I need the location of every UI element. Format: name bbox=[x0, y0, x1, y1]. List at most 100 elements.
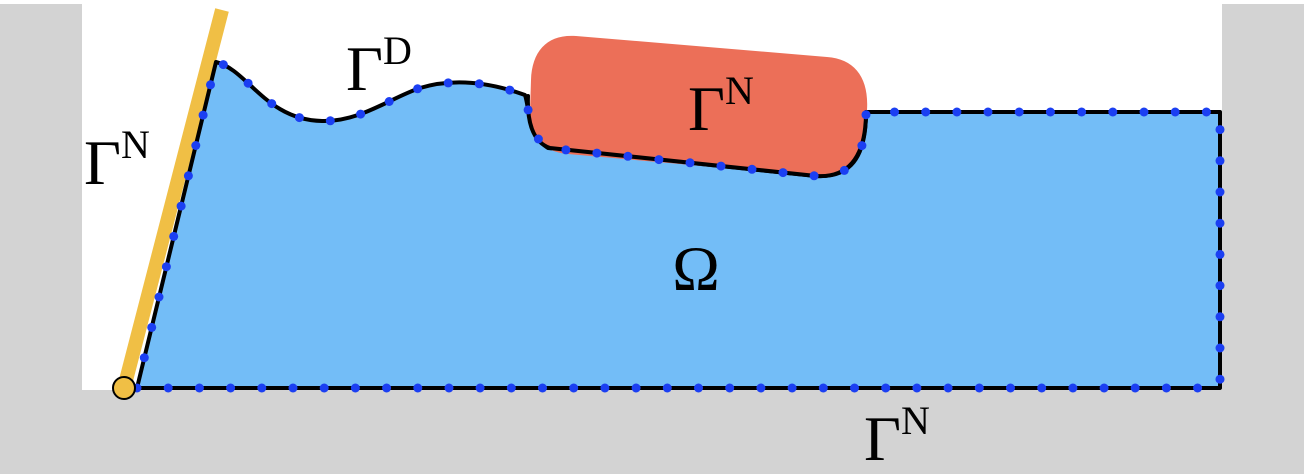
gamma-n-body-base: Γ bbox=[688, 73, 725, 144]
boundary-marker bbox=[198, 110, 208, 120]
boundary-marker bbox=[561, 145, 571, 155]
boundary-marker bbox=[257, 383, 267, 393]
boundary-marker bbox=[694, 383, 703, 393]
rigid-body bbox=[530, 35, 868, 177]
boundary-marker bbox=[382, 383, 392, 393]
gamma-n-left-sup: N bbox=[121, 122, 150, 167]
boundary-marker bbox=[356, 109, 366, 119]
boundary-marker bbox=[538, 383, 547, 393]
boundary-marker bbox=[169, 231, 179, 241]
boundary-marker bbox=[319, 383, 329, 393]
boundary-marker bbox=[1108, 107, 1118, 117]
boundary-marker bbox=[523, 105, 533, 115]
pivot-circle bbox=[112, 376, 136, 400]
boundary-marker bbox=[725, 383, 735, 393]
boundary-marker bbox=[1130, 383, 1140, 393]
boundary-marker bbox=[809, 171, 819, 181]
gamma-n-body-label: ΓN bbox=[688, 68, 754, 144]
gamma-d-label: ΓD bbox=[346, 28, 412, 104]
boundary-marker bbox=[413, 383, 423, 393]
boundary-marker bbox=[325, 116, 335, 126]
boundary-marker bbox=[600, 383, 610, 393]
boundary-marker bbox=[350, 383, 360, 393]
boundary-marker bbox=[1193, 383, 1203, 393]
boundary-marker bbox=[1068, 383, 1078, 393]
boundary-marker bbox=[952, 107, 962, 117]
omega-label: Ω bbox=[672, 233, 720, 304]
boundary-marker bbox=[161, 262, 171, 272]
boundary-marker bbox=[267, 99, 277, 109]
boundary-marker bbox=[288, 383, 298, 393]
boundary-marker bbox=[206, 80, 215, 90]
boundary-marker bbox=[1045, 107, 1055, 117]
boundary-marker bbox=[1006, 383, 1015, 393]
boundary-marker bbox=[226, 383, 236, 393]
boundary-marker bbox=[1037, 383, 1047, 393]
boundary-marker bbox=[154, 292, 164, 302]
boundary-marker bbox=[194, 383, 204, 393]
boundary-marker bbox=[654, 155, 664, 165]
boundary-marker bbox=[1170, 107, 1180, 117]
boundary-marker bbox=[921, 107, 931, 117]
boundary-marker bbox=[413, 84, 423, 94]
ground-container bbox=[0, 4, 1304, 474]
boundary-marker bbox=[505, 85, 515, 95]
gamma-n-left-label: ΓN bbox=[84, 122, 150, 198]
boundary-marker bbox=[839, 165, 849, 175]
boundary-marker bbox=[1077, 107, 1087, 117]
gamma-n-bottom-label: ΓN bbox=[864, 398, 930, 474]
boundary-marker bbox=[881, 383, 891, 393]
boundary-marker bbox=[294, 113, 304, 123]
boundary-marker bbox=[1161, 383, 1171, 393]
boundary-marker bbox=[818, 383, 828, 393]
boundary-marker bbox=[1215, 187, 1225, 197]
boundary-marker bbox=[243, 78, 253, 88]
gamma-d-base: Γ bbox=[346, 33, 383, 104]
gamma-n-bottom-sup: N bbox=[901, 398, 930, 443]
boundary-marker bbox=[983, 107, 993, 117]
boundary-marker bbox=[191, 141, 201, 150]
boundary-marker bbox=[716, 161, 726, 171]
boundary-marker bbox=[533, 134, 543, 144]
boundary-marker bbox=[747, 164, 757, 174]
boundary-marker bbox=[506, 383, 516, 393]
gamma-n-bottom-base: Γ bbox=[864, 403, 901, 474]
boundary-marker bbox=[147, 322, 157, 332]
boundary-marker bbox=[861, 110, 871, 120]
boundary-marker bbox=[1215, 312, 1225, 322]
boundary-marker bbox=[384, 97, 394, 106]
boundary-marker bbox=[444, 383, 454, 393]
boundary-marker bbox=[1215, 374, 1225, 384]
boundary-marker bbox=[569, 383, 579, 393]
boundary-marker bbox=[662, 383, 672, 393]
boundary-marker bbox=[1201, 107, 1211, 117]
boundary-marker bbox=[139, 353, 149, 363]
inclined-wall bbox=[117, 8, 229, 390]
boundary-marker bbox=[474, 79, 484, 89]
gamma-n-left-base: Γ bbox=[84, 127, 121, 198]
boundary-marker bbox=[1099, 383, 1109, 393]
boundary-marker bbox=[623, 151, 633, 161]
boundary-marker bbox=[475, 383, 485, 393]
boundary-marker bbox=[1139, 107, 1149, 117]
boundary-marker bbox=[943, 383, 953, 393]
boundary-marker bbox=[850, 383, 859, 393]
boundary-marker bbox=[443, 78, 453, 88]
boundary-marker bbox=[857, 141, 867, 151]
boundary-marker bbox=[1215, 281, 1225, 291]
boundary-marker bbox=[1215, 125, 1225, 135]
gamma-n-body-sup: N bbox=[725, 68, 754, 113]
boundary-marker bbox=[974, 383, 984, 393]
boundary-marker bbox=[1215, 249, 1225, 259]
boundary-marker bbox=[1014, 107, 1024, 117]
boundary-marker bbox=[1215, 343, 1225, 353]
gamma-d-sup: D bbox=[383, 28, 412, 73]
boundary-marker bbox=[176, 201, 186, 211]
boundary-marker bbox=[890, 107, 899, 117]
boundary-marker bbox=[685, 158, 695, 168]
boundary-marker bbox=[756, 383, 766, 393]
boundary-marker bbox=[163, 383, 173, 393]
boundary-marker bbox=[787, 383, 797, 393]
boundary-marker bbox=[218, 60, 228, 70]
